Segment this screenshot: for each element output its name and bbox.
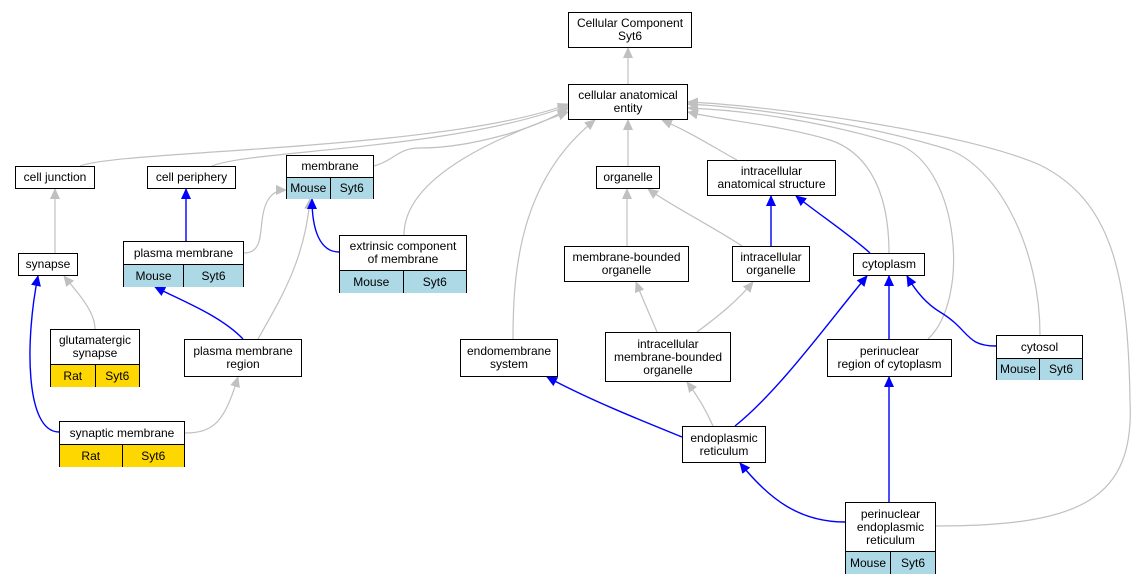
node-cytoplasm-label: cytoplasm xyxy=(861,257,917,271)
node-plasma-membrane-label: plasma membrane xyxy=(133,245,234,260)
node-extrinsic-component-of-membrane[interactable]: extrinsic component of membrane Mouse Sy… xyxy=(339,235,467,293)
edge-cell-junction-to-cae xyxy=(79,102,569,167)
node-membrane-label: membrane xyxy=(301,159,359,173)
edge-ic-mb-organelle-to-mb-organelle xyxy=(634,281,658,333)
edge-synaptic-membrane-to-synapse xyxy=(29,275,60,433)
edge-perinuclear-er-to-cae xyxy=(687,97,1131,527)
node-membrane[interactable]: membrane Mouse Syt6 xyxy=(286,155,374,199)
node-cellular-anatomical-entity-label: cellular anatomical entity xyxy=(578,88,678,115)
edge-cell-periphery-to-cae xyxy=(211,104,569,167)
edge-pm-region-to-plasma-membrane xyxy=(154,286,244,340)
plasma-membrane-species-tag: Mouse xyxy=(135,268,172,283)
node-extrinsic-component-label: extrinsic component of membrane xyxy=(349,239,457,266)
synaptic-membrane-species-tag: Rat xyxy=(81,448,101,463)
node-perinuclear-region-of-cytoplasm-label: perinuclear region of cytoplasm xyxy=(837,344,942,371)
edge-cytoplasm-to-intracellular-structure xyxy=(795,195,871,254)
node-plasma-membrane-region-label: plasma membrane region xyxy=(193,344,293,371)
edge-cytoplasm-to-cae xyxy=(687,109,890,254)
edge-extrinsic-to-membrane xyxy=(307,198,340,253)
node-cytoplasm[interactable]: cytoplasm xyxy=(853,253,925,276)
node-glutamatergic-synapse-label: glutamatergic synapse xyxy=(58,333,132,360)
edge-intracellular-structure-to-cae xyxy=(661,119,738,161)
node-intracellular-anatomical-structure-label: intracellular anatomical structure xyxy=(717,164,826,191)
node-endoplasmic-reticulum-label: endoplasmic reticulum xyxy=(690,430,758,458)
node-glutamatergic-synapse[interactable]: glutamatergic synapse Rat Syt6 xyxy=(50,329,140,387)
node-membrane-bounded-organelle[interactable]: membrane-bounded organelle xyxy=(564,246,689,282)
edge-membrane-to-cae xyxy=(373,107,569,167)
node-perinuclear-endoplasmic-reticulum-label: perinuclear endoplasmic reticulum xyxy=(856,506,925,547)
edge-ic-organelle-to-organelle xyxy=(647,188,743,247)
node-perinuclear-region-of-cytoplasm[interactable]: perinuclear region of cytoplasm xyxy=(827,339,952,377)
edge-perinuclear-er-to-er xyxy=(739,462,846,523)
perinuclear-er-gene-tag: Syt6 xyxy=(890,552,935,574)
node-cell-periphery[interactable]: cell periphery xyxy=(147,166,236,189)
edge-endomembrane-to-cae xyxy=(512,119,596,340)
node-perinuclear-endoplasmic-reticulum[interactable]: perinuclear endoplasmic reticulum Mouse … xyxy=(845,502,936,574)
extrinsic-component-gene-tag: Syt6 xyxy=(402,271,467,293)
edge-er-to-ic-mb-organelle xyxy=(686,381,714,427)
node-synapse[interactable]: synapse xyxy=(18,253,78,276)
node-cytosol[interactable]: cytosol Mouse Syt6 xyxy=(996,335,1083,380)
node-intracellular-membrane-bounded-organelle[interactable]: intracellular membrane-bounded organelle xyxy=(605,332,731,382)
glutamatergic-synapse-gene-tag: Syt6 xyxy=(94,365,140,387)
node-cytosol-label: cytosol xyxy=(1020,339,1059,354)
node-intracellular-anatomical-structure[interactable]: intracellular anatomical structure xyxy=(707,160,836,196)
node-organelle-label: organelle xyxy=(603,170,653,184)
node-intracellular-organelle[interactable]: intracellular organelle xyxy=(732,246,810,282)
edge-ic-mb-organelle-to-ic-organelle xyxy=(696,281,754,333)
edge-er-to-cytoplasm xyxy=(734,275,868,427)
synaptic-membrane-gene-tag: Syt6 xyxy=(121,445,185,467)
node-cell-junction-label: cell junction xyxy=(23,170,87,184)
node-plasma-membrane-region[interactable]: plasma membrane region xyxy=(184,339,302,377)
membrane-gene-tag: Syt6 xyxy=(329,178,374,199)
node-intracellular-membrane-bounded-organelle-label: intracellular membrane-bounded organelle xyxy=(613,336,723,377)
node-synaptic-membrane[interactable]: synaptic membrane Rat Syt6 xyxy=(59,421,185,467)
plasma-membrane-gene-tag: Syt6 xyxy=(183,265,243,287)
edge-cytosol-to-cytoplasm xyxy=(906,275,997,347)
node-cellular-anatomical-entity[interactable]: cellular anatomical entity xyxy=(568,84,688,120)
node-synapse-label: synapse xyxy=(25,257,71,271)
edge-perinuclear-cyto-to-cae xyxy=(687,103,955,340)
edge-plasma-membrane-to-membrane xyxy=(243,185,287,254)
node-membrane-bounded-organelle-label: membrane-bounded organelle xyxy=(572,250,681,277)
node-plasma-membrane[interactable]: plasma membrane Mouse Syt6 xyxy=(123,241,244,287)
cytosol-gene-tag: Syt6 xyxy=(1039,359,1082,380)
node-intracellular-organelle-label: intracellular organelle xyxy=(740,250,802,277)
node-root[interactable]: Cellular Component Syt6 xyxy=(568,12,692,48)
edge-extrinsic-to-cae xyxy=(403,110,569,236)
node-synaptic-membrane-label: synaptic membrane xyxy=(69,425,175,440)
node-endomembrane-system[interactable]: endomembrane system xyxy=(460,339,558,377)
extrinsic-component-species-tag: Mouse xyxy=(353,274,390,289)
node-endomembrane-system-label: endomembrane system xyxy=(466,344,552,371)
edge-glutamatergic-to-synapse xyxy=(63,275,96,330)
node-cell-junction[interactable]: cell junction xyxy=(15,166,95,189)
node-endoplasmic-reticulum[interactable]: endoplasmic reticulum xyxy=(682,426,766,463)
glutamatergic-synapse-species-tag: Rat xyxy=(63,368,83,383)
edge-synaptic-membrane-to-pm-region xyxy=(184,376,240,434)
perinuclear-er-species-tag: Mouse xyxy=(849,555,887,570)
edge-cytosol-to-cae xyxy=(687,99,1041,336)
node-cell-periphery-label: cell periphery xyxy=(155,170,228,184)
edge-er-to-endomembrane xyxy=(546,376,683,438)
membrane-species-tag: Mouse xyxy=(290,181,327,195)
node-organelle[interactable]: organelle xyxy=(596,166,660,189)
node-root-label: Cellular Component Syt6 xyxy=(576,16,684,43)
edge-pm-region-to-membrane xyxy=(257,198,315,340)
cytosol-species-tag: Mouse xyxy=(999,362,1037,376)
